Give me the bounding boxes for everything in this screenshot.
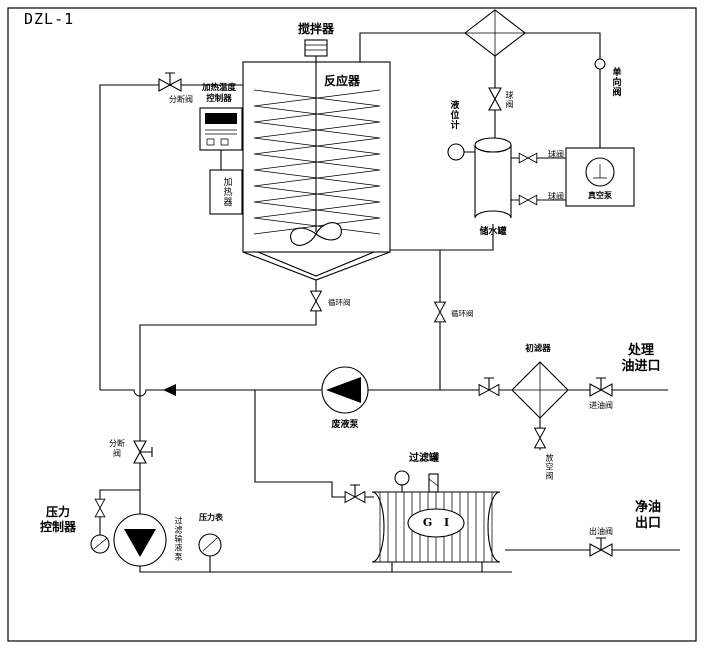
controller-display [205, 113, 237, 124]
circulation-valve-1-symbol [310, 290, 322, 312]
ball-valve-right-1-symbol [518, 152, 538, 164]
filter-tank-label: 过滤罐 [409, 453, 439, 464]
flow-arrow-left [163, 384, 176, 396]
pressure-gauge-needle [202, 537, 218, 552]
filter-tank-gauge [394, 470, 410, 486]
reactor-vessel [242, 39, 391, 281]
filter-tank-mark: G I [422, 516, 454, 530]
filter-tank [371, 470, 501, 563]
top-filter-cross [465, 10, 525, 56]
drawing-title: DZL-1 [24, 10, 75, 28]
filter-pump [113, 513, 167, 567]
pipe-pressure-branch [99, 489, 140, 535]
primary-filter [511, 361, 569, 419]
controller-lines [205, 129, 237, 135]
circulation-valve-2-symbol [434, 301, 446, 323]
filter-pump-rotor [124, 529, 156, 557]
ball-valve-right-1-label: 球阀 [548, 150, 564, 159]
heating-controller [199, 107, 243, 170]
controller-button-2 [220, 138, 229, 146]
water-tank-top [474, 137, 512, 153]
filter-tank-relief-detail [428, 478, 439, 487]
reactor-label: 反应器 [323, 74, 361, 88]
agitator-motor-detail [305, 44, 327, 51]
filter-tank-relief-valve [428, 473, 439, 493]
oil-inlet-valve-label: 进油阀 [589, 401, 613, 410]
heater-label: 加热器 [221, 177, 232, 207]
circulation-valve-2-label: 循环阀 [451, 309, 474, 318]
impeller-blade-right [315, 222, 342, 241]
waste-pump [321, 366, 369, 414]
circulation-valve-1-label: 循环阀 [328, 298, 351, 307]
treatment-oil-inlet-label: 处理 油进口 [621, 343, 661, 375]
water-tank-label: 储水罐 [479, 227, 507, 237]
level-gauge-symbol [447, 143, 465, 161]
vacuum-pump-label: 真空泵 [588, 191, 612, 200]
pressure-gauge [198, 533, 222, 557]
heating-coil-b [253, 89, 381, 235]
waste-pump-label: 废液泵 [331, 420, 359, 430]
page-border [7, 7, 697, 642]
ball-valve-right-2-symbol [518, 194, 538, 206]
agitator-label: 搅拌器 [297, 22, 335, 36]
waste-pump-rotor [326, 377, 361, 403]
primary-filter-label: 初滤器 [525, 344, 551, 354]
level-gauge-label: 液位计 [448, 100, 459, 130]
isolation-valve-bottom-label: 分断 阀 [109, 439, 125, 458]
heater-box [209, 169, 243, 215]
water-tank-body [474, 144, 512, 219]
agitator-motor [304, 39, 328, 57]
vent-valve-label: 放空阀 [545, 453, 554, 481]
impeller-blade-left [290, 227, 317, 246]
pressure-gauge-label: 压力表 [199, 513, 223, 522]
filter-pump-label: 过滤输液泵 [174, 516, 183, 562]
vent-valve-symbol [534, 427, 546, 449]
pressure-controller-needle [93, 537, 108, 550]
ball-valve-right-2-label: 球阀 [548, 192, 564, 201]
water-tank [474, 137, 512, 219]
pipe-pump-discharge-base [139, 566, 512, 573]
pipe-tank-legs [391, 562, 483, 572]
primary-filter-cross [512, 362, 568, 418]
reactor-cone-inner [257, 251, 375, 277]
pipe-vent-to-vacuum-pump [525, 32, 601, 148]
vacuum-pump-glyph [593, 164, 607, 179]
pressure-controller-label: 压力 控制器 [39, 505, 77, 534]
pipe-reactor-vent [359, 32, 465, 62]
pressure-branch-valve-symbol [94, 498, 106, 518]
clean-oil-outlet-label: 净油 出口 [634, 500, 662, 532]
check-valve-label: 单向阀 [610, 67, 621, 97]
top-filter [464, 9, 526, 57]
vacuum-pump [565, 147, 635, 207]
heating-controller-label: 加热温度 控制器 [201, 83, 237, 104]
isolation-valve-top-label: 分断阀 [169, 95, 193, 104]
pressure-controller-gauge [90, 534, 110, 554]
pipe-tank-drain [390, 224, 494, 251]
ball-valve-top-label: 球阀 [505, 91, 514, 109]
reactor-cone-outer [242, 251, 391, 281]
pipe-feed-to-reactor [99, 84, 243, 390]
check-valve-symbol [594, 58, 606, 70]
ball-valve-top-symbol [488, 87, 502, 111]
controller-button-1 [206, 138, 215, 146]
pipe-main-line [100, 389, 512, 397]
oil-outlet-valve-label: 出油阀 [589, 527, 613, 536]
pipe-reactor-outlet [139, 280, 317, 514]
filter-tank-nameplate [407, 508, 465, 538]
